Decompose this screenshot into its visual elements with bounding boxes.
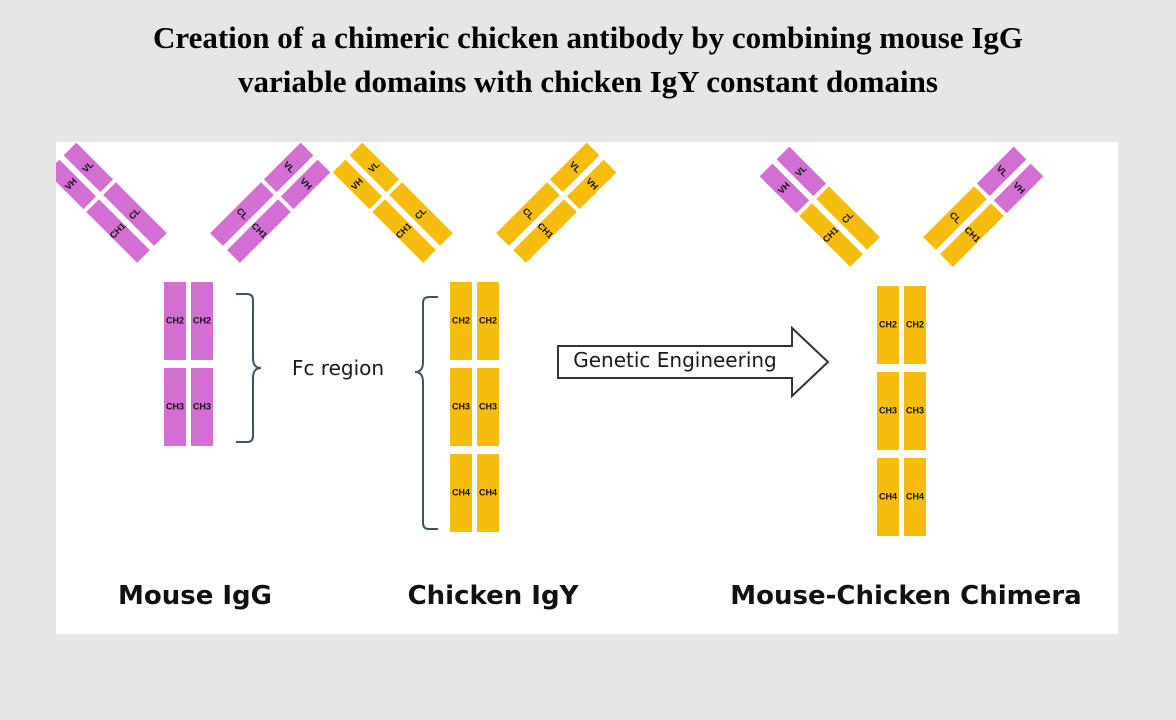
domain-label: CH2 xyxy=(166,315,184,325)
fc-bracket-chicken xyxy=(414,296,438,530)
domain-label: CH4 xyxy=(906,491,924,501)
caption-chicken-igy: Chicken IgY xyxy=(408,581,580,611)
stem-right-ch4: CH4 xyxy=(477,454,499,532)
left-arm-ch1: CH1 xyxy=(86,199,150,263)
fc-bracket-mouse xyxy=(236,293,262,443)
left-arm-vl: VL xyxy=(349,142,400,193)
domain-label: CH4 xyxy=(879,491,897,501)
stem-left-ch2: CH2 xyxy=(450,282,472,360)
stem-left-ch3: CH3 xyxy=(164,368,186,446)
domain-label: CH3 xyxy=(193,401,211,411)
title-line-1: Creation of a chimeric chicken antibody … xyxy=(152,20,1024,55)
domain-label: CH2 xyxy=(879,319,897,329)
fc-region-label: Fc region xyxy=(292,356,384,380)
left-arm-vh: VH xyxy=(332,159,383,210)
stem-left-ch4: CH4 xyxy=(877,458,899,536)
diagram-title: Creation of a chimeric chicken antibody … xyxy=(0,16,1176,104)
right-arm-cl: CL xyxy=(496,182,560,246)
domain-label: CH3 xyxy=(166,401,184,411)
left-arm-cl: CL xyxy=(103,182,167,246)
arrow-label: Genetic Engineering xyxy=(573,348,777,372)
right-arm-vh: VH xyxy=(993,163,1044,214)
stem-right-ch3: CH3 xyxy=(191,368,213,446)
domain-label: CH3 xyxy=(879,405,897,415)
genetic-engineering-arrow xyxy=(557,325,830,399)
domain-label: CH3 xyxy=(906,405,924,415)
right-arm-vh: VH xyxy=(280,159,331,210)
right-arm-vl: VL xyxy=(976,146,1027,197)
left-arm-vl: VL xyxy=(63,142,114,193)
stem-left-ch4: CH4 xyxy=(450,454,472,532)
stem-left-ch3: CH3 xyxy=(877,372,899,450)
caption-mouse-igg: Mouse IgG xyxy=(118,581,272,611)
domain-label: CH2 xyxy=(193,315,211,325)
domain-label: CH2 xyxy=(452,315,470,325)
right-arm-cl: CL xyxy=(210,182,274,246)
stem-right-ch2: CH2 xyxy=(191,282,213,360)
domain-label: CH2 xyxy=(479,315,497,325)
stem-right-ch2: CH2 xyxy=(904,286,926,364)
stem-right-ch2: CH2 xyxy=(477,282,499,360)
left-arm-vh: VH xyxy=(759,163,810,214)
right-arm-vl: VL xyxy=(549,142,600,193)
caption-chimera: Mouse-Chicken Chimera xyxy=(730,581,1081,611)
domain-label: CH4 xyxy=(452,487,470,497)
right-arm-vl: VL xyxy=(263,142,314,193)
right-arm-cl: CL xyxy=(923,186,987,250)
stem-right-ch4: CH4 xyxy=(904,458,926,536)
left-arm-vl: VL xyxy=(776,146,827,197)
left-arm-vh: VH xyxy=(56,159,97,210)
domain-label: CH3 xyxy=(452,401,470,411)
right-arm-ch1: CH1 xyxy=(513,199,577,263)
right-arm-ch1: CH1 xyxy=(227,199,291,263)
right-arm-ch1: CH1 xyxy=(940,203,1004,267)
stem-left-ch2: CH2 xyxy=(164,282,186,360)
left-arm-cl: CL xyxy=(816,186,880,250)
left-arm-cl: CL xyxy=(389,182,453,246)
right-arm-vh: VH xyxy=(566,159,617,210)
stem-left-ch3: CH3 xyxy=(450,368,472,446)
domain-label: CH3 xyxy=(479,401,497,411)
title-line-2: variable domains with chicken IgY consta… xyxy=(238,64,938,99)
domain-label: CH4 xyxy=(479,487,497,497)
left-arm-ch1: CH1 xyxy=(372,199,436,263)
stem-left-ch2: CH2 xyxy=(877,286,899,364)
stem-right-ch3: CH3 xyxy=(477,368,499,446)
left-arm-ch1: CH1 xyxy=(799,203,863,267)
domain-label: CH2 xyxy=(906,319,924,329)
stem-right-ch3: CH3 xyxy=(904,372,926,450)
